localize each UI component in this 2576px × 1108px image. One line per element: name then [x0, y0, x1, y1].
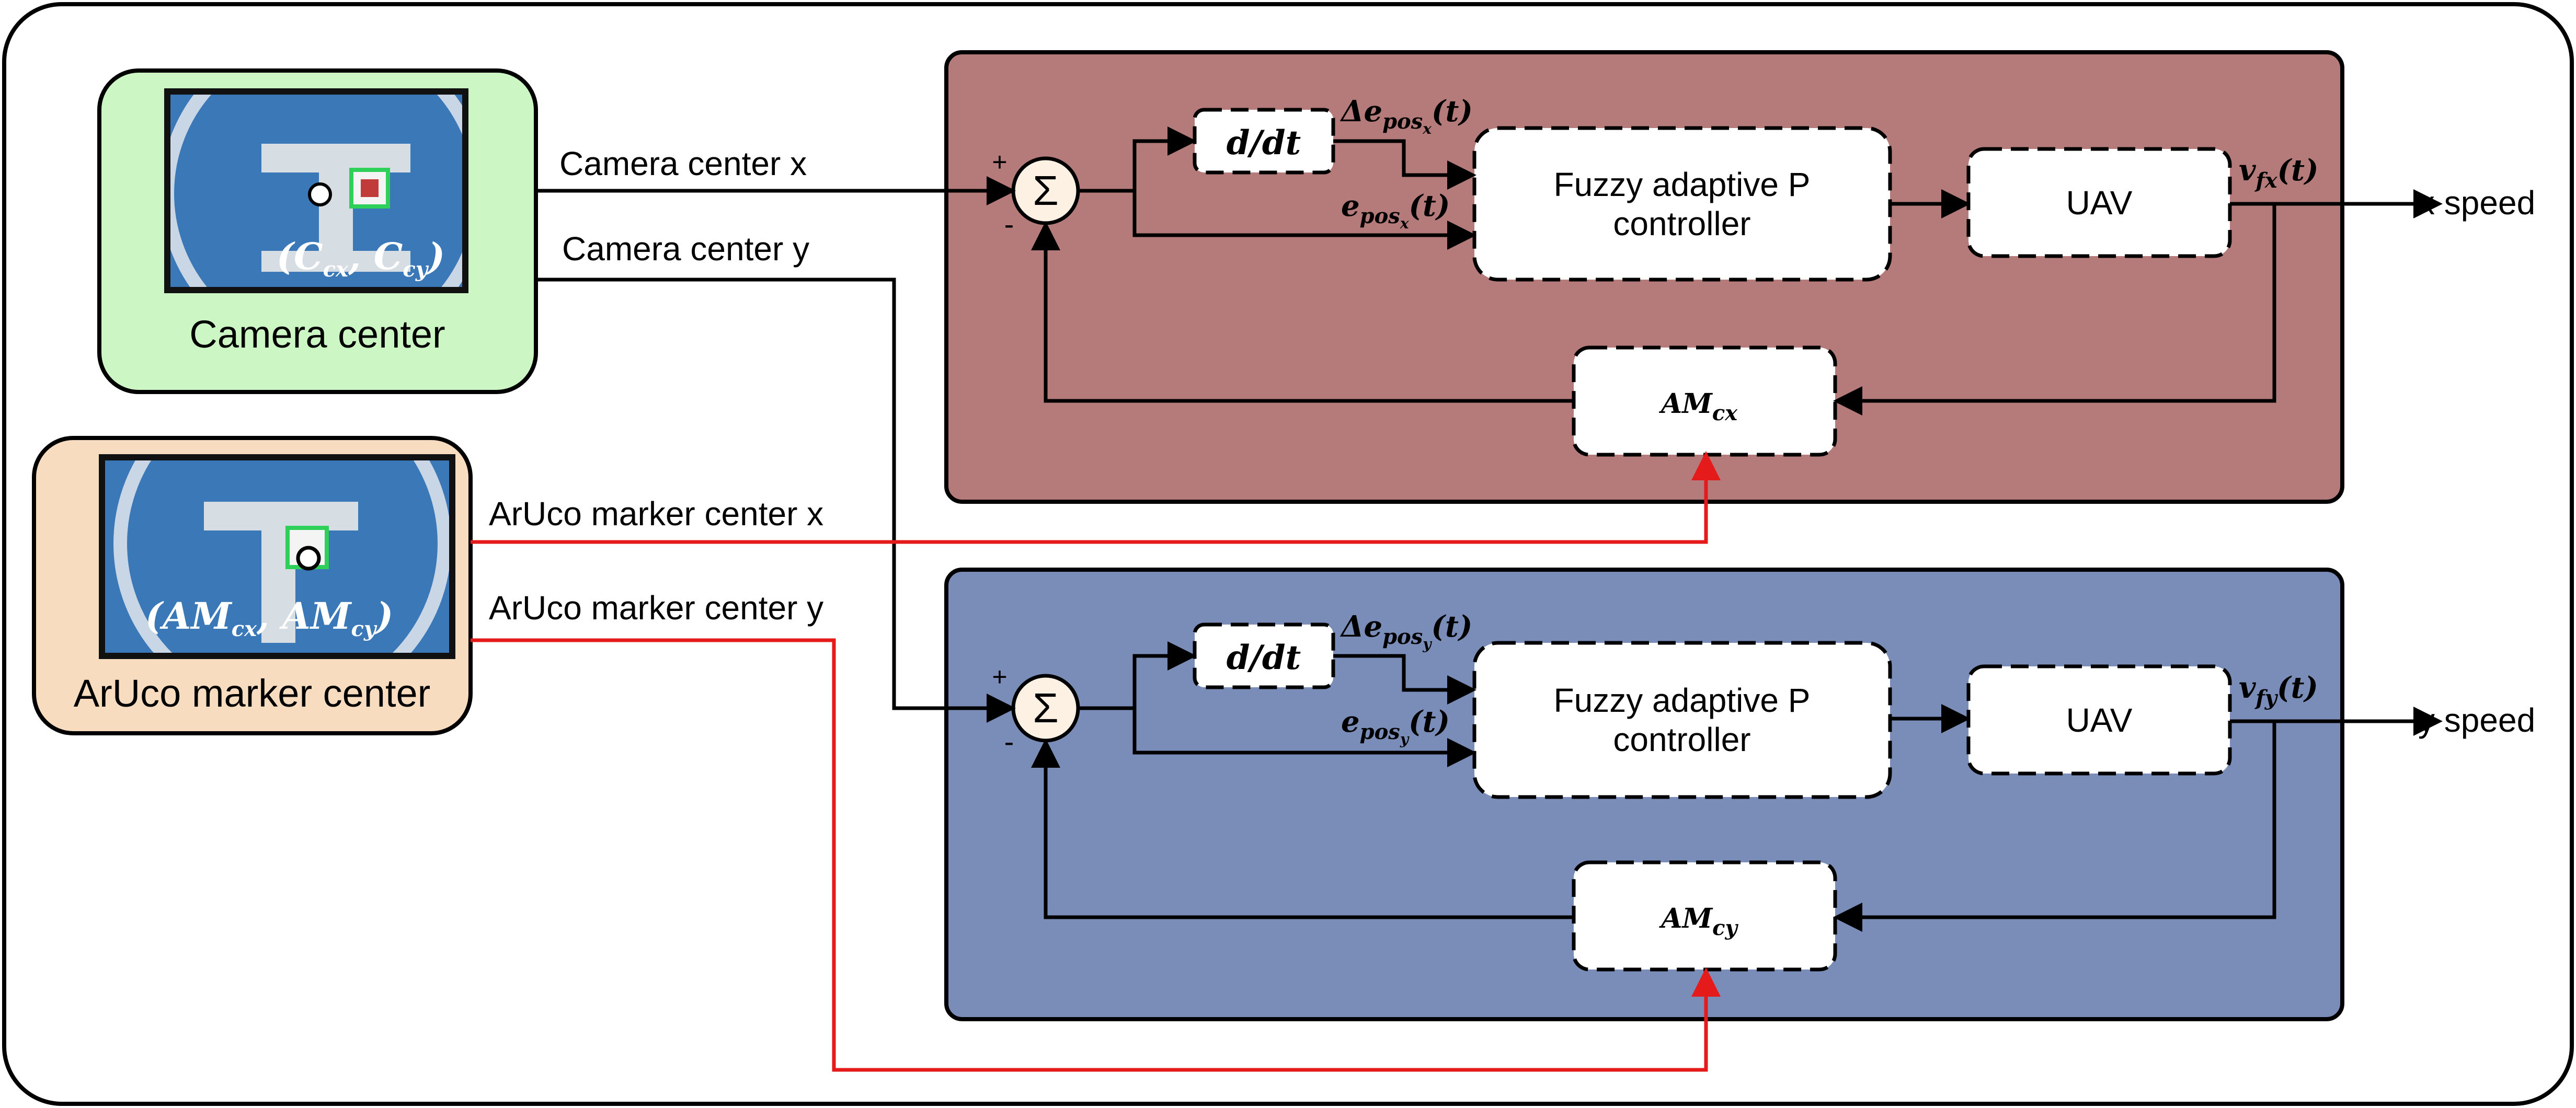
- aruco-x-wire: [471, 451, 1721, 544]
- svg-text:Fuzzy adaptive P: Fuzzy adaptive P: [1554, 166, 1811, 203]
- aruco-center-title: ArUco marker center: [74, 672, 431, 715]
- aruco-x-signal-label: ArUco marker center x: [489, 495, 823, 533]
- camera-y-signal-label: Camera center y: [562, 230, 809, 268]
- svg-text:-: -: [1004, 207, 1014, 240]
- camera-center-point: [308, 182, 332, 206]
- loop-y: Σ + - d/dt Fuzzy adaptive P controller U…: [944, 568, 2535, 1021]
- camera-x-signal-label: Camera center x: [559, 145, 807, 182]
- camera-center-box: (Ccx, Ccy) Camera center: [97, 68, 538, 394]
- aruco-image: [105, 460, 450, 653]
- svg-text:+: +: [992, 662, 1007, 691]
- svg-text:AMcy: AMcy: [1658, 903, 1738, 940]
- svg-text:d/dt: d/dt: [1227, 123, 1301, 163]
- output-label-y: y speed: [2418, 701, 2535, 739]
- svg-text:Σ: Σ: [1033, 685, 1058, 731]
- fuzzy-controller-block-x: [1472, 126, 1892, 282]
- output-label-x: x speed: [2418, 184, 2535, 222]
- svg-text:UAV: UAV: [2066, 184, 2133, 222]
- velocity-label-y: vfy(t): [2239, 671, 2318, 710]
- camera-coord-label: (Ccx, Ccy): [277, 235, 445, 282]
- aruco-y-signal-label: ArUco marker center y: [489, 589, 823, 627]
- svg-text:Fuzzy adaptive P: Fuzzy adaptive P: [1554, 682, 1811, 719]
- svg-text:-: -: [1004, 725, 1014, 758]
- camera-image: [170, 94, 463, 287]
- camera-y-wire: [536, 278, 1016, 723]
- fuzzy-controller-block-y: [1472, 641, 1892, 799]
- delta-error-label-y: Δeposy(t): [1339, 609, 1472, 653]
- error-label-x: eposx(t): [1341, 189, 1450, 232]
- svg-text:AMcx: AMcx: [1658, 388, 1738, 425]
- velocity-label-x: vfx(t): [2239, 153, 2318, 193]
- aruco-y-wire: [471, 638, 1721, 1072]
- aruco-center-point: [296, 546, 321, 571]
- svg-text:Σ: Σ: [1033, 167, 1058, 214]
- loop-x: Σ + - d/dt Fuzzy adaptive P controller U…: [944, 50, 2535, 504]
- camera-center-title: Camera center: [189, 313, 445, 356]
- delta-error-label-x: Δeposx(t): [1339, 94, 1473, 137]
- svg-text:d/dt: d/dt: [1227, 638, 1301, 677]
- svg-text:+: +: [992, 147, 1007, 177]
- svg-text:controller: controller: [1613, 721, 1750, 758]
- svg-text:UAV: UAV: [2066, 701, 2133, 739]
- svg-text:controller: controller: [1613, 205, 1750, 243]
- aruco-center-box: (AMcx, AMcy) ArUco marker center: [32, 436, 473, 735]
- error-label-y: eposy(t): [1341, 705, 1450, 748]
